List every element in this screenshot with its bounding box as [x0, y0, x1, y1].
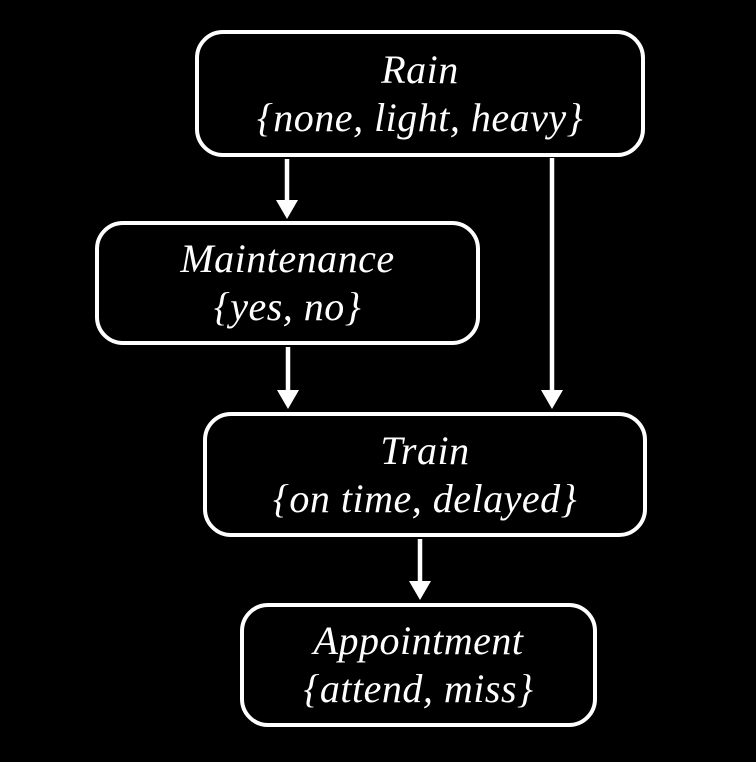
node-train-values: {on time, delayed} — [272, 475, 578, 521]
node-rain-values: {none, light, heavy} — [256, 94, 584, 140]
node-train-label: Train — [380, 427, 470, 473]
node-appointment-values: {attend, miss} — [303, 666, 534, 711]
node-rain: Rain {none, light, heavy} — [195, 30, 645, 157]
node-rain-label: Rain — [381, 46, 459, 92]
edge-maintenance-to-train-arrow — [277, 347, 299, 409]
edge-train-to-appointment-arrow — [409, 539, 431, 600]
node-maintenance: Maintenance {yes, no} — [95, 221, 480, 345]
node-maintenance-label: Maintenance — [180, 236, 395, 281]
edge-rain-to-train-arrow — [541, 158, 563, 409]
node-train: Train {on time, delayed} — [203, 412, 647, 537]
node-appointment: Appointment {attend, miss} — [240, 603, 597, 727]
node-maintenance-values: {yes, no} — [213, 284, 362, 329]
edge-rain-to-maintenance-arrow — [276, 159, 298, 219]
node-appointment-label: Appointment — [313, 618, 524, 663]
